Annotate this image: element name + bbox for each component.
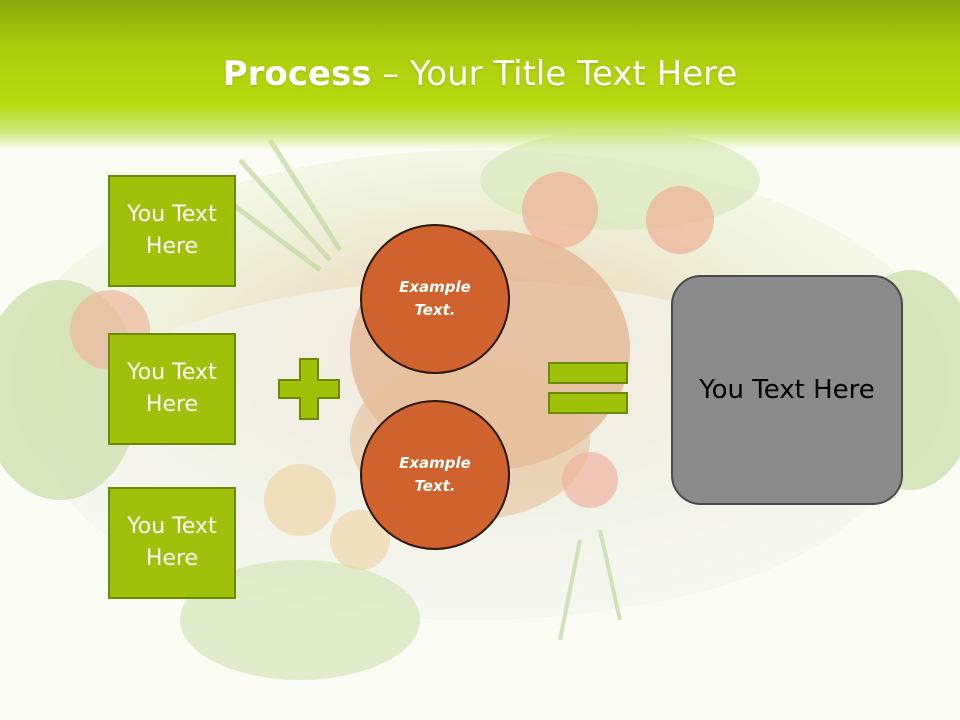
text-box-3[interactable]: You Text Here <box>108 487 236 599</box>
circle-label: Example Text. <box>399 454 471 495</box>
example-circle-2[interactable]: Example Text. <box>360 400 510 550</box>
example-circle-1[interactable]: Example Text. <box>360 224 510 374</box>
text-box-1[interactable]: You Text Here <box>108 175 236 287</box>
page-title: Process – Your Title Text Here <box>0 52 960 96</box>
plus-icon <box>278 358 340 420</box>
result-box[interactable]: You Text Here <box>671 275 903 505</box>
text-box-label: You Text Here <box>127 514 217 571</box>
title-rest: – Your Title Text Here <box>371 54 738 94</box>
result-label: You Text Here <box>699 375 875 405</box>
header-band <box>0 0 960 150</box>
text-box-label: You Text Here <box>127 202 217 259</box>
text-box-label: You Text Here <box>127 360 217 417</box>
equals-icon <box>548 362 628 414</box>
text-box-2[interactable]: You Text Here <box>108 333 236 445</box>
title-bold: Process <box>222 54 372 94</box>
circle-label: Example Text. <box>399 278 471 319</box>
